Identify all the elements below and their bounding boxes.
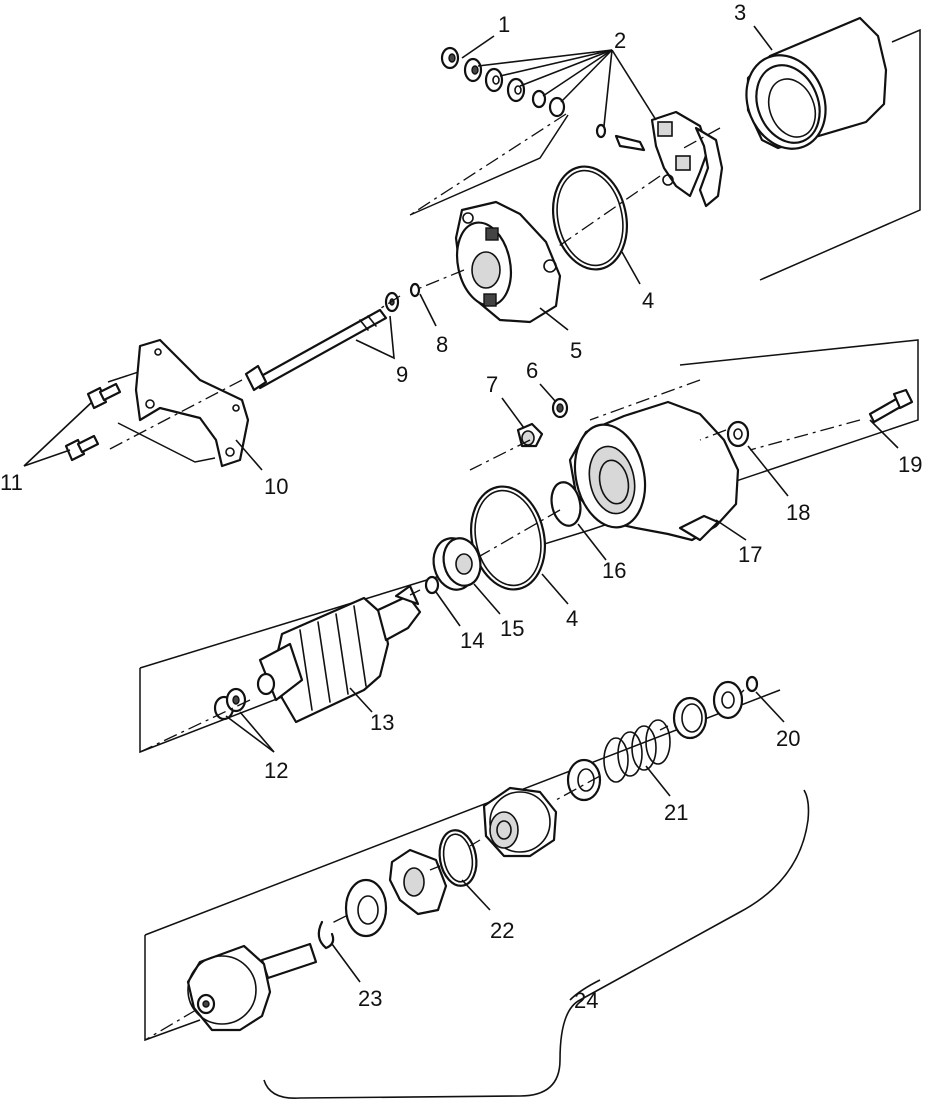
part-22-snap-ring xyxy=(438,829,478,887)
callout-13: 13 xyxy=(370,710,394,735)
callout-4-lower: 4 xyxy=(566,606,578,631)
part-21-spring xyxy=(603,719,671,783)
callout-16: 16 xyxy=(602,558,626,583)
callout-9: 9 xyxy=(396,362,408,387)
callout-8: 8 xyxy=(436,332,448,357)
callout-3: 3 xyxy=(734,0,746,25)
callout-22: 22 xyxy=(490,918,514,943)
part-4-o-ring-upper xyxy=(552,165,628,271)
part-24-stop-collar xyxy=(388,848,448,916)
callout-24: 24 xyxy=(574,988,598,1013)
part-11-bolt-lower xyxy=(64,434,100,462)
part-6-lock-washer xyxy=(551,397,569,419)
callout-11: 11 xyxy=(0,470,23,495)
part-3-yoke-housing xyxy=(745,16,888,150)
callout-7: 7 xyxy=(486,372,498,397)
callout-14: 14 xyxy=(460,628,484,653)
part-20-snap-ring xyxy=(745,675,759,693)
part-2-brush-holder xyxy=(614,110,724,208)
part-1-nut xyxy=(440,46,460,70)
part-5-rear-cover xyxy=(454,200,562,324)
callout-2: 2 xyxy=(614,28,626,53)
callout-19: 19 xyxy=(898,452,922,477)
part-11-bolt-upper xyxy=(86,382,122,410)
part-8-washer xyxy=(409,282,421,298)
part-16-o-ring xyxy=(550,481,582,527)
part-10-mounting-bracket xyxy=(134,338,250,468)
callout-1: 1 xyxy=(498,12,510,37)
part-24-gear-shaft xyxy=(186,942,318,1032)
part-7-bolt xyxy=(516,422,544,448)
part-24-pinion-clutch xyxy=(482,786,558,858)
part-13-armature xyxy=(256,584,422,724)
part-17-front-housing xyxy=(568,400,740,542)
callout-17: 17 xyxy=(738,542,762,567)
leader-lines xyxy=(23,25,899,1099)
part-21-retainer xyxy=(672,696,708,740)
callout-15: 15 xyxy=(500,616,524,641)
part-21-sleeve xyxy=(566,758,602,802)
part-20-collar xyxy=(712,680,744,720)
callout-4-upper: 4 xyxy=(642,288,654,313)
part-18-washer xyxy=(726,420,750,448)
callout-20: 20 xyxy=(776,726,800,751)
part-2-washer-set xyxy=(463,57,607,139)
callout-23: 23 xyxy=(358,986,382,1011)
part-14-snap-ring xyxy=(424,575,440,595)
callout-labels: 1 2 3 4 4 5 6 7 8 9 10 11 12 13 14 15 16… xyxy=(0,0,922,1013)
center-lines xyxy=(107,113,861,1041)
part-23-snap-ring xyxy=(317,920,335,950)
callout-5: 5 xyxy=(570,338,582,363)
part-24-thrust-washer xyxy=(344,878,388,938)
part-12-bushing xyxy=(213,687,247,721)
part-19-bolt xyxy=(868,388,914,424)
callout-10: 10 xyxy=(264,474,288,499)
callout-6: 6 xyxy=(526,358,538,383)
part-9-through-bolt xyxy=(244,291,400,392)
callout-21: 21 xyxy=(664,800,688,825)
callout-12: 12 xyxy=(264,758,288,783)
callout-18: 18 xyxy=(786,500,810,525)
part-15-bearing xyxy=(432,537,482,591)
part-4-o-ring-lower xyxy=(470,485,546,591)
